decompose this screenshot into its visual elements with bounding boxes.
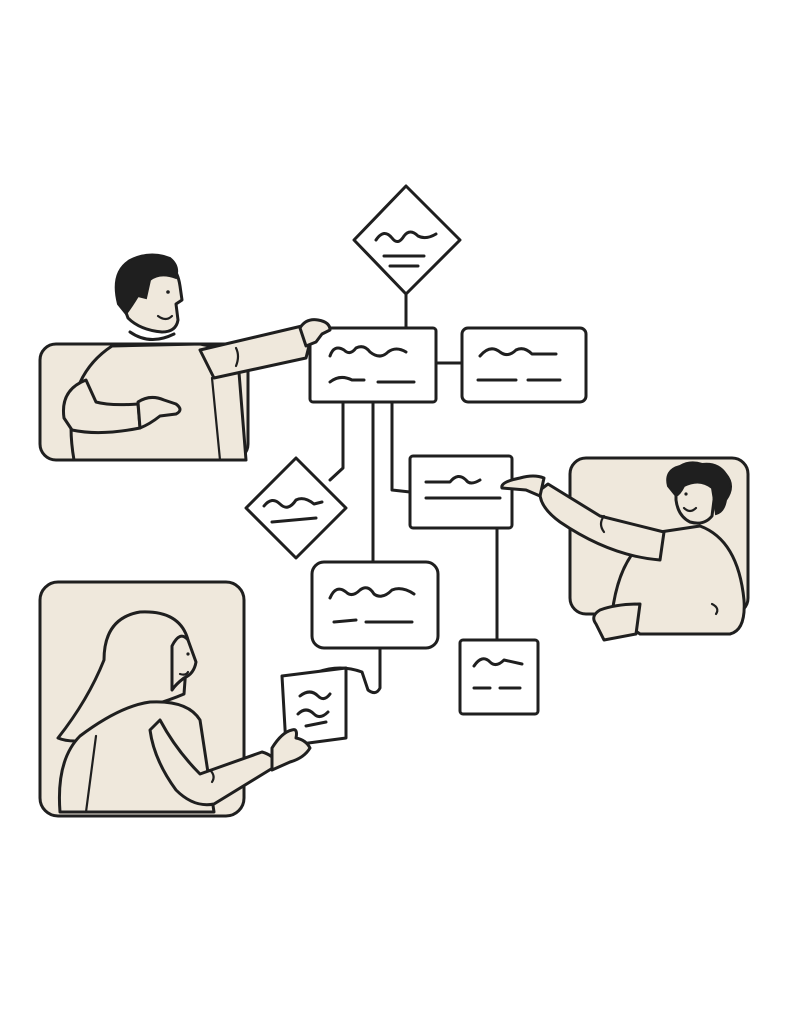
flowchart-box-lower-center <box>310 560 440 650</box>
flowchart-connectors <box>316 290 499 695</box>
person-woman-right <box>500 456 750 642</box>
flowchart-box-right <box>460 326 588 404</box>
flowchart-box-center <box>308 326 438 404</box>
flowchart-diamond-top <box>352 184 462 296</box>
head <box>170 634 198 692</box>
flowchart-diamond-left <box>244 456 348 560</box>
hair-short <box>114 253 179 316</box>
flowchart-box-bottom-right <box>458 638 540 716</box>
hair-curly <box>666 461 732 516</box>
person-man-top-left <box>38 253 332 462</box>
person-woman-bottom-left <box>38 580 348 818</box>
held-note-card <box>280 666 348 748</box>
flowchart-box-middle-right <box>408 454 514 530</box>
